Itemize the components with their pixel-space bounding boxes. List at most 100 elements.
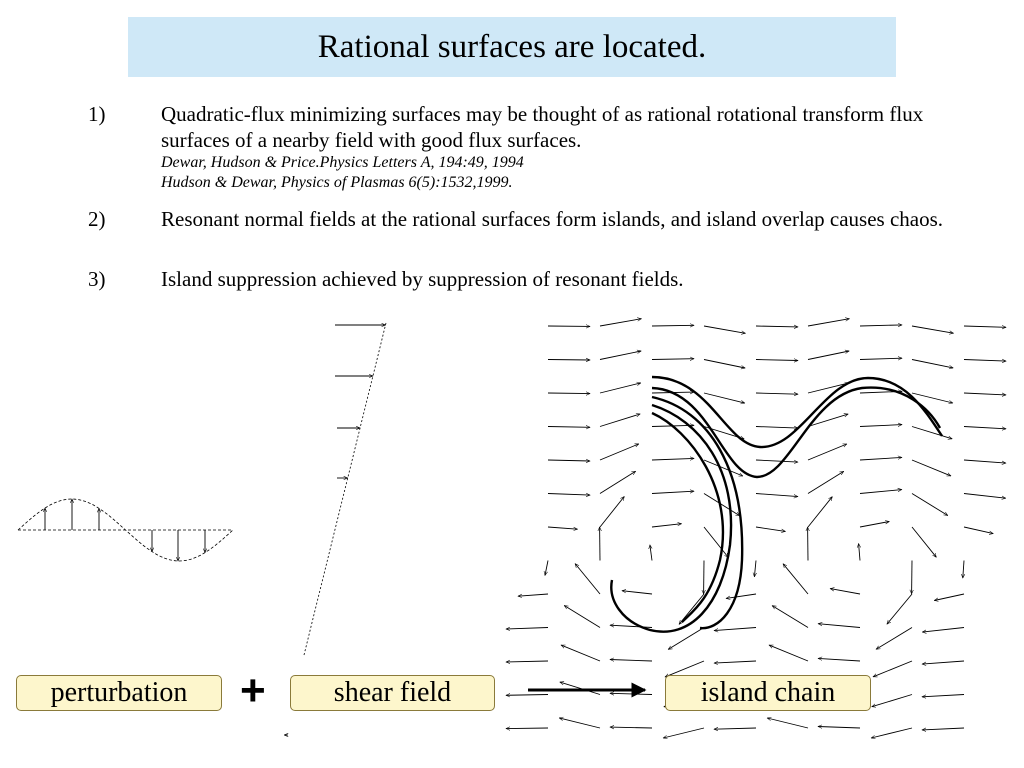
plus-sign: + [240,666,266,715]
field-arrow [873,660,913,678]
field-arrow [506,695,549,696]
island-separatrix-curves [610,375,944,633]
shear-field-diagram [284,322,387,735]
field-arrow [963,560,964,579]
field-arrow [807,319,849,327]
field-arrow [818,624,861,628]
island-chain-label: island chain [665,675,871,711]
field-arrow [714,728,757,729]
field-arrow [859,325,902,326]
field-arrow [911,325,953,333]
field-arrow [599,443,639,461]
field-arrow [911,392,953,403]
field-arrow [818,727,861,729]
field-arrow [859,457,902,461]
field-arrow [703,325,745,333]
item-text: Resonant normal fields at the rational s… [161,207,944,231]
field-arrow [506,628,549,630]
field-arrow [559,718,601,729]
perturbation-wave [17,498,234,562]
slide-title: Rational surfaces are located. [317,29,707,65]
field-arrow [922,627,965,633]
field-arrow [703,493,740,517]
field-arrow [911,493,948,516]
field-arrow [963,360,1006,362]
item-text: Quadratic-flux minimizing surfaces may b… [161,102,924,152]
field-arrow [703,392,745,403]
field-arrow [767,718,809,729]
field-arrow [599,351,641,360]
field-arrow [807,414,848,427]
field-arrow [963,392,1006,395]
field-arrow [575,564,601,595]
item-text: Island suppression achieved by suppressi… [161,267,684,291]
field-arrow [599,470,636,494]
field-arrow [726,593,757,598]
field-arrow [755,459,798,462]
field-arrow [545,560,549,576]
field-arrow [963,326,1006,327]
reference-1: Dewar, Hudson & Price.Physics Letters A,… [161,154,524,171]
field-arrow [651,458,694,460]
perturbation-label: perturbation [16,675,222,711]
item-number: 1) [88,102,106,126]
field-arrow [876,627,913,650]
field-arrow [561,644,601,662]
field-arrow [547,460,590,461]
field-arrow [547,427,590,428]
field-arrow [506,661,549,662]
perturbation-arrows [45,499,205,561]
field-arrow [859,358,902,359]
field-arrow [599,383,641,394]
field-arrow [755,526,785,531]
shear-arrows [284,325,385,735]
item-number: 2) [88,207,106,231]
field-arrow [830,589,861,595]
reference-2: Hudson & Dewar, Physics of Plasmas 6(5):… [161,174,513,191]
field-arrow [859,425,902,427]
field-arrow [564,605,601,628]
field-arrow [599,319,641,327]
field-arrow [818,658,861,662]
field-arrow [859,490,902,494]
field-arrow [922,694,965,697]
field-arrow [610,625,653,628]
field-arrow [783,564,809,595]
field-arrow [887,593,913,624]
field-arrow [807,471,844,494]
field-arrow [668,627,705,650]
field-arrow [560,682,601,695]
field-arrow [547,393,590,394]
field-arrow [755,360,798,361]
field-arrow [922,660,965,664]
field-arrow [911,359,953,368]
field-arrow [714,660,757,663]
field-arrow [911,459,951,477]
perturbation-diagram [17,498,234,562]
field-arrow [610,727,653,728]
field-arrow [911,426,952,439]
field-arrow [859,544,860,561]
field-arrow [755,326,798,327]
field-arrow [934,593,965,601]
field-arrow [547,494,590,496]
field-arrow [963,459,1006,463]
field-arrow [622,591,653,595]
field-arrow [755,427,798,429]
field-arrow [703,459,743,477]
field-arrow [610,660,653,662]
field-arrow [755,493,798,497]
field-arrow [663,727,705,738]
field-arrow [871,727,913,738]
field-arrow [963,526,993,534]
field-arrow [547,526,578,529]
field-arrow [807,497,832,528]
shear-field-label: shear field [290,675,495,711]
field-arrow [506,728,549,729]
field-arrow [714,627,757,631]
field-arrow [518,593,549,596]
field-arrow [807,443,847,461]
field-arrow [599,414,640,427]
field-arrow [963,426,1006,429]
